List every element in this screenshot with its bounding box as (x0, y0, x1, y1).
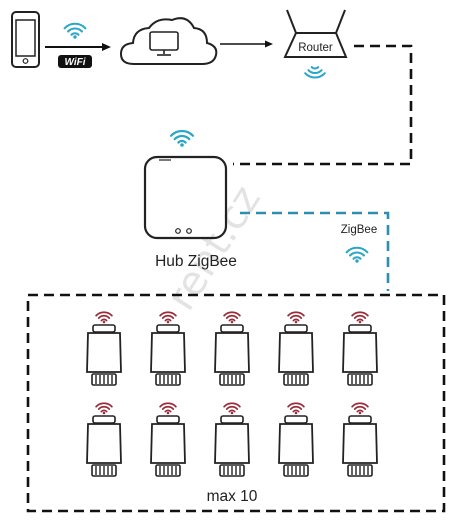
thermostatic-head-icon (278, 311, 314, 386)
zigbee-label: ZigBee (341, 224, 377, 236)
hub-zigbee-link (240, 211, 390, 291)
watermark: rent.cz (158, 178, 270, 318)
hub-label: Hub ZigBee (155, 253, 237, 270)
cloud-to-router-arrow (220, 40, 273, 48)
zigbee-hub-icon (143, 155, 228, 240)
thermostatic-head-icon (86, 311, 122, 386)
thermostatic-head-icon (342, 311, 378, 386)
device-group-frame (26, 293, 446, 513)
wifi-signal-icon (304, 66, 326, 79)
thermostatic-head-icon (150, 311, 186, 386)
radio-signal-icon (351, 402, 369, 415)
cloud-icon (119, 17, 218, 65)
radio-signal-icon (287, 311, 305, 324)
wifi-signal-icon (345, 246, 369, 263)
group-label: max 10 (207, 488, 258, 505)
router-icon: Router (283, 9, 348, 58)
wifi-signal-icon (63, 22, 87, 39)
smartphone-icon (11, 11, 40, 68)
thermostatic-head-icon (214, 402, 250, 477)
thermostat-grid (86, 311, 378, 477)
thermostatic-head-icon (86, 402, 122, 477)
router-label: Router (298, 42, 333, 54)
radio-signal-icon (223, 311, 241, 324)
thermostatic-head-icon (342, 402, 378, 477)
radio-signal-icon (287, 402, 305, 415)
wifi-signal-icon (169, 129, 195, 147)
thermostatic-head-icon (150, 402, 186, 477)
wifi-badge: WiFi (58, 55, 92, 68)
thermostatic-head-icon (214, 311, 250, 386)
router-hub-link (233, 44, 413, 166)
radio-signal-icon (95, 311, 113, 324)
radio-signal-icon (159, 311, 177, 324)
radio-signal-icon (159, 402, 177, 415)
radio-signal-icon (95, 402, 113, 415)
radio-signal-icon (351, 311, 369, 324)
radio-signal-icon (223, 402, 241, 415)
svg-text:WiFi: WiFi (64, 57, 85, 68)
phone-to-cloud-arrow (45, 43, 111, 51)
thermostatic-head-icon (278, 402, 314, 477)
